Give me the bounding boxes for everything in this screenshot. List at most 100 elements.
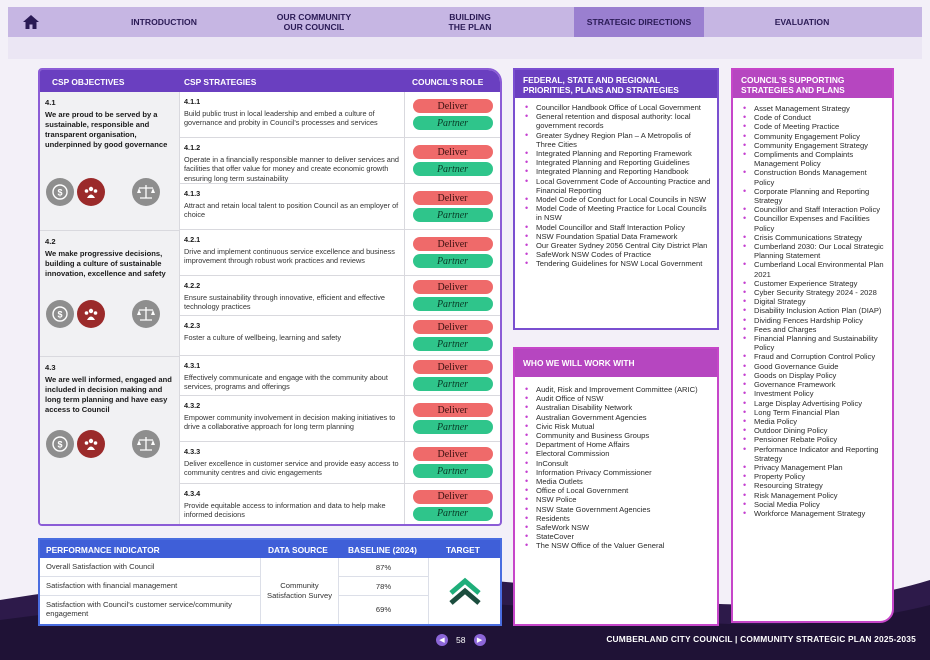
list-item: Community and Business Groups [525,431,711,440]
target-cell [428,558,500,624]
strategy-number: 4.2.2 [184,281,201,290]
list-item: Integrated Planning and Reporting Guidel… [525,158,711,167]
deliver-badge: Deliver [412,403,493,417]
partner-badge: Partner [412,506,493,521]
top-navigation: INTRODUCTION OUR COMMUNITY OUR COUNCIL B… [8,7,922,37]
home-icon [23,15,39,29]
indicator-cell: Satisfaction with Council's customer ser… [46,600,232,618]
performance-header: PERFORMANCE INDICATOR DATA SOURCE BASELI… [40,540,500,558]
list-item: NSW State Government Agencies [525,505,711,514]
list-item: Outdoor Dining Policy [743,426,886,435]
list-item: Long Term Financial Plan [743,408,886,417]
list-item: Residents [525,514,711,523]
partner-badge: Partner [412,377,493,391]
objective-text: We are proud to be served by a sustainab… [45,110,168,149]
strategy-text: Ensure sustainability through innovative… [184,292,385,312]
objective-cell: 4.2 We make progressive decisions, build… [40,230,180,356]
list-item: Our Greater Sydney 2056 Central City Dis… [525,241,711,250]
header-target: TARGET [446,545,480,555]
list-item: Office of Local Government [525,486,711,495]
objective-number: 4.2 [45,237,56,246]
objective-group: 4.2 We make progressive decisions, build… [40,230,500,356]
nav-introduction[interactable]: INTRODUCTION [131,17,197,27]
list-item: Resourcing Strategy [743,481,886,490]
nav-building-the-plan[interactable]: BUILDING THE PLAN [448,12,492,32]
objective-text: We make progressive decisions, building … [45,249,166,278]
strategy-number: 4.3.3 [184,447,201,456]
strategy-text: Operate in a financially responsible man… [184,154,399,183]
people-icon [77,430,105,458]
list-item: Customer Experience Strategy [743,279,886,288]
list-item: Integrated Planning and Reporting Framew… [525,149,711,158]
strategy-text: Provide equitable access to information … [184,500,386,520]
previous-page-button[interactable]: ◀ [436,634,448,646]
partner-badge: Partner [412,116,493,130]
list-item: The NSW Office of the Valuer General [525,541,711,550]
next-page-button[interactable]: ▶ [473,634,486,646]
pagination: ◀ 58 ▶ [436,634,486,646]
scales-icon [132,300,160,328]
strategy-number: 4.3.1 [184,361,201,370]
list-item: Media Outlets [525,477,711,486]
csp-table: CSP OBJECTIVES CSP STRATEGIES COUNCIL'S … [38,68,502,526]
list-item: Councillor Expenses and Facilities Polic… [743,214,886,232]
who-we-will-work-with-panel: WHO WE WILL WORK WITH Audit, Risk and Im… [513,347,719,626]
nav-strategic-directions[interactable]: STRATEGIC DIRECTIONS [574,7,704,37]
list-item: InConsult [525,459,711,468]
list-item: Cumberland 2030: Our Local Strategic Pla… [743,242,886,260]
nav-evaluation[interactable]: EVALUATION [774,17,830,27]
csp-table-header: CSP OBJECTIVES CSP STRATEGIES COUNCIL'S … [40,70,500,92]
list-item: SafeWork NSW Codes of Practice [525,250,711,259]
panel-title: WHO WE WILL WORK WITH [515,349,717,377]
strategy-number: 4.1.3 [184,189,201,198]
strategy-text: Empower community involvement in decisio… [184,412,396,432]
header-role: COUNCIL'S ROLE [412,77,484,87]
deliver-badge: Deliver [412,191,493,205]
supporting-list: Asset Management Strategy Code of Conduc… [733,98,892,518]
partner-badge: Partner [412,297,493,311]
partner-badge: Partner [412,420,493,434]
dollar-icon: $ [46,300,74,328]
header-source: DATA SOURCE [268,545,328,555]
objective-icons: $ [46,178,160,206]
list-item: Australian Disability Network [525,403,711,412]
list-item: Australian Government Agencies [525,413,711,422]
nav-our-community[interactable]: OUR COMMUNITY OUR COUNCIL [276,12,352,32]
list-item: NSW Police [525,495,711,504]
list-item: Model Code of Conduct for Local Councils… [525,195,711,204]
objective-cell: 4.1 We are proud to be served by a susta… [40,92,180,230]
indicator-cell: Overall Satisfaction with Council [40,558,260,577]
list-item: Greater Sydney Region Plan – A Metropoli… [525,131,711,149]
header-band [8,37,922,59]
list-item: Investment Policy [743,389,886,398]
list-item: Digital Strategy [743,297,886,306]
list-item: Disability Inclusion Action Plan (DIAP) [743,306,886,315]
home-button[interactable] [8,7,54,37]
data-source-cell: Community Satisfaction Survey [260,558,338,624]
list-item: Performance Indicator and Reporting Stra… [743,445,886,463]
panel-title: FEDERAL, STATE AND REGIONAL PRIORITIES, … [515,70,717,98]
strategy-text: Attract and retain local talent to posit… [184,200,399,220]
list-item: Tendering Guidelines for NSW Local Gover… [525,259,711,268]
strategy-text: Foster a culture of wellbeing, learning … [184,332,341,342]
performance-indicator-table: PERFORMANCE INDICATOR DATA SOURCE BASELI… [38,538,502,626]
strategy-number: 4.2.3 [184,321,201,330]
list-item: Department of Home Affairs [525,440,711,449]
list-item: Good Governance Guide [743,362,886,371]
strategy-text: Effectively communicate and engage with … [184,372,388,392]
strategy-text: Drive and implement continuous service e… [184,246,395,266]
dollar-icon: $ [46,430,74,458]
list-item: Pensioner Rebate Policy [743,435,886,444]
panel-title: COUNCIL'S SUPPORTING STRATEGIES AND PLAN… [733,70,892,98]
